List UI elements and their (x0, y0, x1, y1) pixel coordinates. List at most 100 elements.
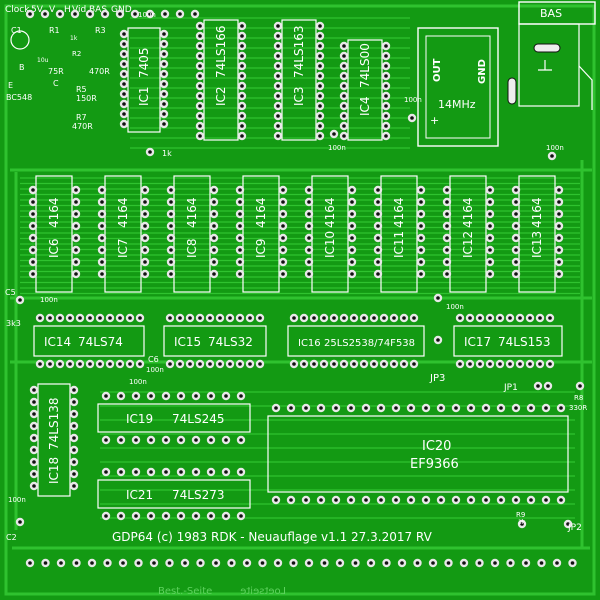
chip-pin (101, 435, 111, 445)
chip-pin (176, 391, 186, 401)
osc-plus: + (430, 114, 439, 127)
chip-pin (140, 257, 150, 267)
chip-pin (496, 495, 506, 505)
chip-pin (416, 185, 426, 195)
chip-pin (273, 21, 283, 31)
chip-pin (416, 209, 426, 219)
chip-pin (131, 435, 141, 445)
chip-pin (515, 359, 525, 369)
chip-pin (116, 435, 126, 445)
chip-pin (381, 91, 391, 101)
chip-pin (215, 313, 225, 323)
chip-pin (391, 495, 401, 505)
chip-pin (339, 359, 349, 369)
chip-pin (286, 403, 296, 413)
chip-pin (235, 359, 245, 369)
chip-pin (331, 403, 341, 413)
chip-pin (146, 435, 156, 445)
chip-pin (45, 359, 55, 369)
chip-pin (209, 185, 219, 195)
chip-id: IC16 (298, 338, 321, 349)
chip-pin (475, 313, 485, 323)
chip-pin (511, 245, 521, 255)
chip-pin (191, 435, 201, 445)
chip-pin (135, 359, 145, 369)
chip-pin (69, 409, 79, 419)
chip-pin (304, 233, 314, 243)
label-100n-e: 100n (40, 296, 58, 304)
chip-pin (159, 49, 169, 59)
chip-pin (304, 209, 314, 219)
label-3k3: 3k3 (6, 319, 21, 328)
edge-connector-pad (56, 558, 66, 568)
chip-pin (97, 233, 107, 243)
chip-pin (176, 435, 186, 445)
chip-pin (554, 233, 564, 243)
chip-pin (166, 221, 176, 231)
chip-pin (140, 245, 150, 255)
chip-pin (146, 467, 156, 477)
misc-pad (563, 519, 573, 529)
chip-pin (535, 359, 545, 369)
chip-pin (209, 269, 219, 279)
chip-pin (315, 21, 325, 31)
chip-pin (235, 313, 245, 323)
chip-type: 25LS2538/74F538 (324, 338, 415, 349)
chip-pin (69, 457, 79, 467)
chip-pin (195, 31, 205, 41)
header-pad (175, 9, 185, 19)
chip-pin (235, 269, 245, 279)
chip-pin (391, 403, 401, 413)
chip-pin (442, 269, 452, 279)
chip-pin (235, 233, 245, 243)
chip-pin (185, 359, 195, 369)
chip-pin (455, 359, 465, 369)
chip-pin (105, 313, 115, 323)
label-r7: R7 (76, 113, 87, 122)
chip-id: IC9 (254, 238, 268, 258)
chip-pin (339, 61, 349, 71)
chip-pin (271, 495, 281, 505)
chip-pin (29, 457, 39, 467)
label-r2: R2 (72, 50, 81, 58)
chip-pin (421, 495, 431, 505)
misc-pad (407, 113, 417, 123)
chip-pin (119, 49, 129, 59)
chip-pin (304, 197, 314, 207)
chip-pin (369, 313, 379, 323)
chip-pin (140, 209, 150, 219)
chip-pin (299, 359, 309, 369)
chip-pin (161, 511, 171, 521)
footer-title: GDP64 (c) 1983 RDK - Neuauflage v1.1 27.… (112, 530, 433, 544)
chip-pin (554, 257, 564, 267)
chip-pin (206, 435, 216, 445)
chip-pin (28, 221, 38, 231)
chip-id: IC6 (47, 238, 61, 258)
chip-pin (485, 221, 495, 231)
chip-pin (319, 359, 329, 369)
chip-type: 74LS74 (78, 335, 123, 349)
label-vid: Vid (72, 5, 86, 15)
chip-pin (65, 313, 75, 323)
chip-pin (278, 209, 288, 219)
chip-pin (71, 269, 81, 279)
chip-pin (101, 391, 111, 401)
chip-pin (28, 269, 38, 279)
chip-pin (381, 131, 391, 141)
chip-pin (466, 495, 476, 505)
chip-pin (505, 313, 515, 323)
chip-pin (195, 91, 205, 101)
chip-pin (349, 359, 359, 369)
chip-id: IC12 (461, 231, 475, 258)
label-75r: 75R (48, 67, 64, 76)
chip-pin (331, 495, 341, 505)
chip-pin (554, 185, 564, 195)
chip-pin (347, 233, 357, 243)
chip-pin (475, 359, 485, 369)
misc-pad (329, 129, 339, 139)
chip-pin (237, 131, 247, 141)
chip-pin (29, 385, 39, 395)
